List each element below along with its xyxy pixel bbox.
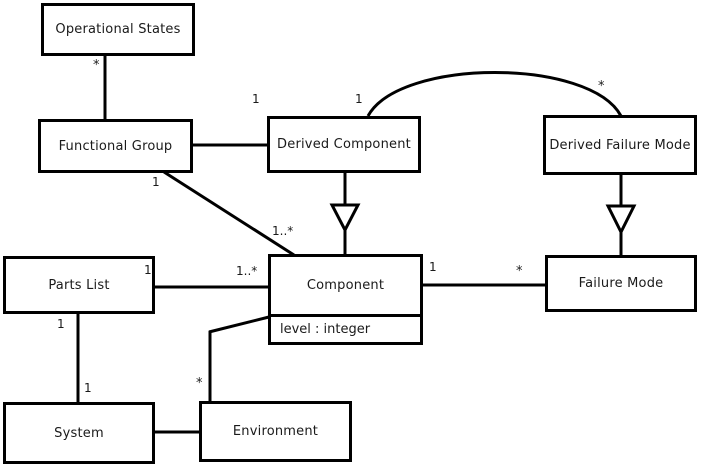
class-box-parts-list[interactable]: Parts List [3, 256, 155, 314]
class-name-functional-group: Functional Group [58, 138, 173, 154]
connector-environment-component-diagonal [208, 315, 270, 334]
class-box-derived-component[interactable]: Derived Component [267, 116, 421, 173]
multiplicity-curve-left: 1 [355, 92, 363, 106]
class-box-functional-group[interactable]: Functional Group [38, 119, 193, 173]
class-box-component[interactable]: Component level : integer [268, 254, 423, 345]
class-name-operational-states: Operational States [55, 22, 181, 37]
multiplicity-parts-list-bottom: 1 [57, 317, 65, 331]
class-name-component: Component [306, 278, 385, 293]
class-name-derived-failure-mode: Derived Failure Mode [549, 137, 691, 153]
multiplicity-component-top: 1..* [272, 224, 294, 238]
multiplicity-functional-group-bottom: 1 [152, 175, 160, 189]
multiplicity-parts-list-right: 1 [144, 263, 152, 277]
class-box-derived-failure-mode[interactable]: Derived Failure Mode [543, 115, 697, 175]
class-name-parts-list: Parts List [48, 277, 110, 293]
multiplicity-system-top: 1 [84, 381, 92, 395]
multiplicity-component-right: 1 [429, 260, 437, 274]
multiplicity-operational-states: * [93, 58, 100, 73]
connector-functional-group-component [163, 170, 295, 257]
class-box-failure-mode[interactable]: Failure Mode [545, 255, 697, 312]
class-box-system[interactable]: System [3, 402, 155, 464]
multiplicity-curve-right: * [598, 79, 605, 94]
class-name-system: System [54, 425, 104, 441]
multiplicity-component-left: 1..* [236, 264, 258, 278]
multiplicity-derived-component-left: 1 [252, 92, 260, 106]
connector-derived-component-derived-failure-mode [366, 71, 623, 117]
multiplicity-environment-top: * [196, 376, 203, 391]
class-box-environment[interactable]: Environment [199, 401, 352, 462]
class-attribute-component-level: level : integer [271, 314, 420, 342]
generalization-triangle-component [329, 203, 361, 234]
class-name-derived-component: Derived Component [277, 137, 411, 152]
class-name-failure-mode: Failure Mode [578, 276, 664, 291]
generalization-triangle-failure-mode [605, 204, 637, 236]
class-name-environment: Environment [232, 424, 319, 439]
multiplicity-failure-mode-left: * [516, 264, 523, 279]
class-box-operational-states[interactable]: Operational States [41, 3, 195, 56]
